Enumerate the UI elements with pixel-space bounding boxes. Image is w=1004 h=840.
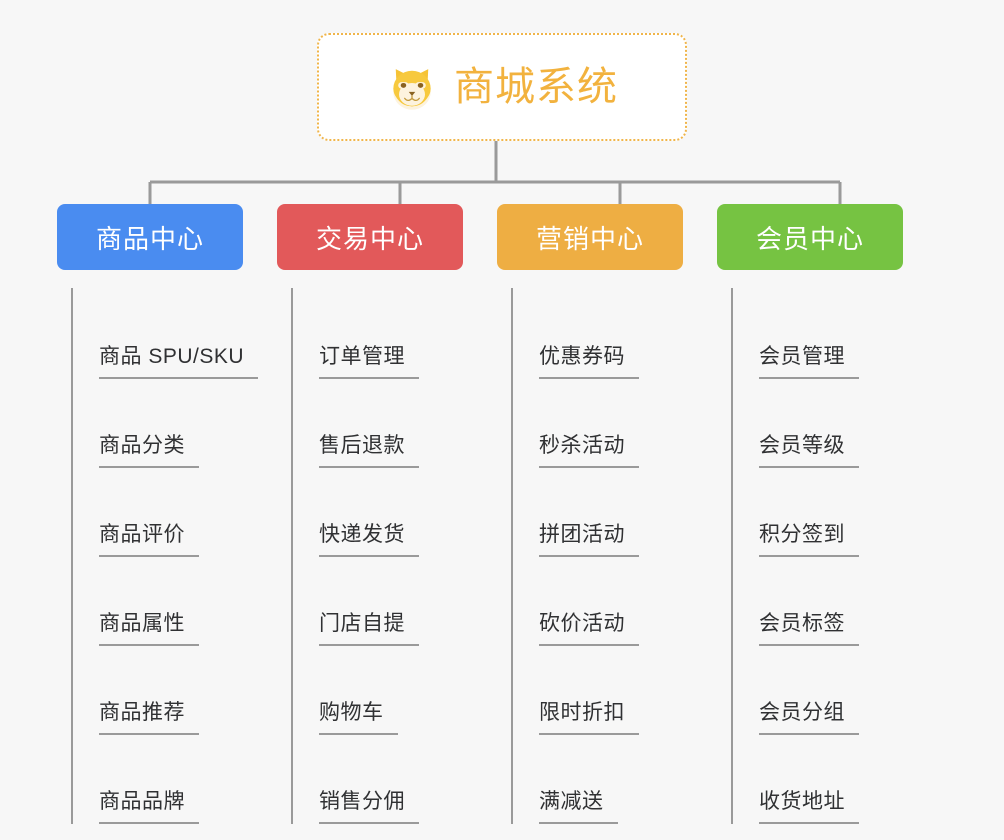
leaf-label: 积分签到 <box>759 520 859 557</box>
leaf-label: 销售分佣 <box>319 787 419 824</box>
list-item[interactable]: 购物车 <box>293 646 497 735</box>
leaf-label: 优惠券码 <box>539 342 639 379</box>
root-title: 商城系统 <box>454 65 618 109</box>
list-item[interactable]: 商品 SPU/SKU <box>73 290 277 379</box>
list-item[interactable]: 拼团活动 <box>513 468 717 557</box>
leaf-label: 商品 SPU/SKU <box>99 342 259 379</box>
root-node-wrapper: 商城系统 <box>0 33 1004 141</box>
leaf-label: 满减送 <box>539 787 618 824</box>
list-item[interactable]: 售后退款 <box>293 379 497 468</box>
leaf-label: 商品品牌 <box>99 787 199 824</box>
branch-header-0[interactable]: 商品中心 <box>57 204 243 270</box>
list-item[interactable]: 会员分组 <box>733 646 937 735</box>
leaf-label: 拼团活动 <box>539 520 639 557</box>
leaf-label: 砍价活动 <box>539 609 639 646</box>
branch-column-2: 营销中心 优惠券码 秒杀活动 拼团活动 砍价活动 限时折扣 满减送 <box>497 204 717 824</box>
list-item[interactable]: 商品分类 <box>73 379 277 468</box>
branch-column-1: 交易中心 订单管理 售后退款 快递发货 门店自提 购物车 销售分佣 <box>277 204 497 824</box>
root-node[interactable]: 商城系统 <box>317 33 687 141</box>
list-item[interactable]: 积分签到 <box>733 468 937 557</box>
list-item[interactable]: 秒杀活动 <box>513 379 717 468</box>
list-item[interactable]: 销售分佣 <box>293 735 497 824</box>
leaf-label: 商品推荐 <box>99 698 199 735</box>
list-item[interactable]: 商品品牌 <box>73 735 277 824</box>
leaf-label: 购物车 <box>319 698 398 735</box>
list-item[interactable]: 订单管理 <box>293 290 497 379</box>
list-item[interactable]: 商品属性 <box>73 557 277 646</box>
leaf-label: 门店自提 <box>319 609 419 646</box>
leaf-label: 商品属性 <box>99 609 199 646</box>
leaf-list-2: 优惠券码 秒杀活动 拼团活动 砍价活动 限时折扣 满减送 <box>511 288 717 824</box>
list-item[interactable]: 砍价活动 <box>513 557 717 646</box>
branch-header-2[interactable]: 营销中心 <box>497 204 683 270</box>
branch-column-0: 商品中心 商品 SPU/SKU 商品分类 商品评价 商品属性 商品推荐 商品品牌 <box>57 204 277 824</box>
leaf-label: 商品分类 <box>99 431 199 468</box>
branch-column-3: 会员中心 会员管理 会员等级 积分签到 会员标签 会员分组 收货地址 <box>717 204 937 824</box>
list-item[interactable]: 会员标签 <box>733 557 937 646</box>
branch-columns: 商品中心 商品 SPU/SKU 商品分类 商品评价 商品属性 商品推荐 商品品牌… <box>0 204 1004 824</box>
leaf-label: 售后退款 <box>319 431 419 468</box>
leaf-label: 限时折扣 <box>539 698 639 735</box>
leaf-list-1: 订单管理 售后退款 快递发货 门店自提 购物车 销售分佣 <box>291 288 497 824</box>
list-item[interactable]: 会员等级 <box>733 379 937 468</box>
list-item[interactable]: 商品评价 <box>73 468 277 557</box>
leaf-label: 快递发货 <box>319 520 419 557</box>
list-item[interactable]: 限时折扣 <box>513 646 717 735</box>
leaf-list-3: 会员管理 会员等级 积分签到 会员标签 会员分组 收货地址 <box>731 288 937 824</box>
leaf-label: 会员管理 <box>759 342 859 379</box>
list-item[interactable]: 商品推荐 <box>73 646 277 735</box>
leaf-label: 会员标签 <box>759 609 859 646</box>
leaf-label: 会员分组 <box>759 698 859 735</box>
shiba-dog-face-icon <box>393 69 431 110</box>
leaf-label: 订单管理 <box>319 342 419 379</box>
leaf-label: 收货地址 <box>759 787 859 824</box>
branch-header-1[interactable]: 交易中心 <box>277 204 463 270</box>
leaf-label: 秒杀活动 <box>539 431 639 468</box>
list-item[interactable]: 门店自提 <box>293 557 497 646</box>
list-item[interactable]: 满减送 <box>513 735 717 824</box>
leaf-list-0: 商品 SPU/SKU 商品分类 商品评价 商品属性 商品推荐 商品品牌 <box>71 288 277 824</box>
list-item[interactable]: 快递发货 <box>293 468 497 557</box>
list-item[interactable]: 优惠券码 <box>513 290 717 379</box>
branch-header-3[interactable]: 会员中心 <box>717 204 903 270</box>
list-item[interactable]: 收货地址 <box>733 735 937 824</box>
leaf-label: 会员等级 <box>759 431 859 468</box>
leaf-label: 商品评价 <box>99 520 199 557</box>
list-item[interactable]: 会员管理 <box>733 290 937 379</box>
